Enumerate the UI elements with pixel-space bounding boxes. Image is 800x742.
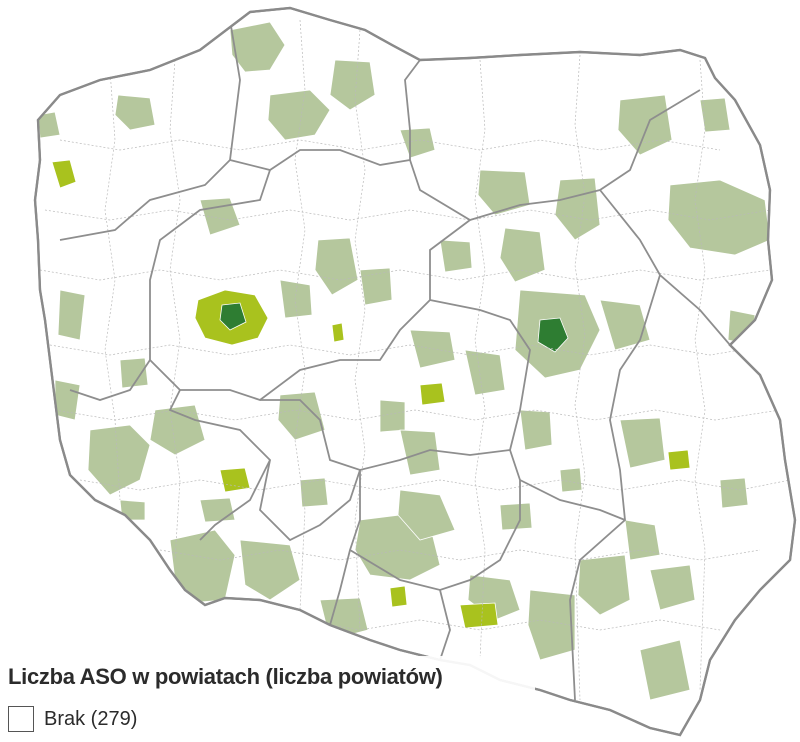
legend-item-brak: Brak (279) [8,706,137,732]
legend-swatch-white [8,706,34,732]
legend-item-label: Brak (279) [44,707,138,730]
counties-light-green [37,21,771,701]
counties-yellow-green [51,159,691,629]
legend-panel [0,656,535,742]
voivodeship-borders [59,19,731,701]
county-borders [39,19,791,701]
counties-dark-green [219,302,569,353]
country-border [33,6,797,737]
legend-title: Liczba ASO w powiatach (liczba powiatów) [8,664,443,689]
